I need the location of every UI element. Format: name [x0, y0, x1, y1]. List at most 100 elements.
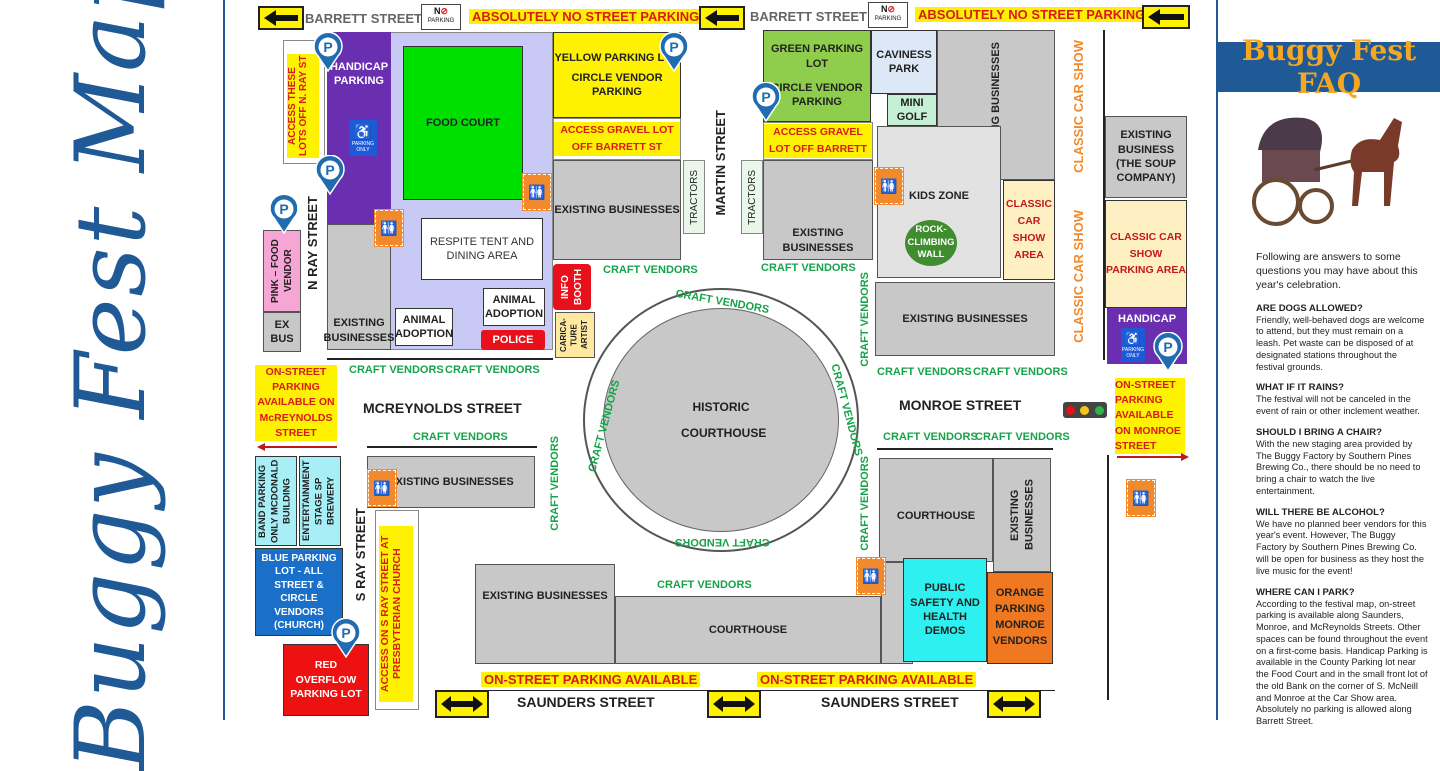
svg-text:P: P [341, 625, 350, 641]
restroom-icon: 🚻 [522, 173, 552, 211]
faq-question: WILL THERE BE ALCOHOL? [1256, 506, 1385, 518]
entertainment-label: ENTERTAINMENT STAGE SP BREWERY [301, 460, 338, 542]
on-street-monroe: ON-STREET PARKING AVAILABLE ON MONROE ST… [1115, 377, 1185, 455]
parking-pin-icon: P [1153, 331, 1183, 373]
historic-courthouse: HISTORIC COURTHOUSE [603, 308, 839, 532]
on-street-saunders-west: ON-STREET PARKING AVAILABLE [481, 672, 701, 687]
courthouse-label: COURTHOUSE [708, 623, 788, 636]
mini-golf: MINI GOLF [887, 94, 937, 126]
police-booth: POLICE [481, 330, 545, 350]
existing-businesses-label: EXISTING BUSINESSES [1008, 479, 1035, 551]
food-court-label: FOOD COURT [426, 116, 500, 129]
craft-vendors-vertical: CRAFT VENDORS [859, 272, 871, 367]
street-n-ray: N RAY STREET [305, 196, 325, 296]
festival-map: BARRETT STREET N⊘ PARKING ABSOLUTELY NO … [225, 0, 1216, 720]
faq-question: WHERE CAN I PARK? [1256, 586, 1355, 598]
parking-pin-icon: P [313, 31, 343, 73]
blue-parking-lot: BLUE PARKING LOT - ALL STREET & CIRCLE V… [255, 548, 343, 636]
blue-lot-label: BLUE PARKING LOT - ALL STREET & CIRCLE V… [261, 552, 337, 632]
street-barrett-west: BARRETT STREET [305, 11, 422, 26]
faq-question: ARE DOGS ALLOWED? [1256, 302, 1363, 314]
faq-item: SHOULD I BRING A CHAIR? With the new sta… [1256, 427, 1428, 498]
tractors-west: TRACTORS [683, 160, 705, 234]
classic-car-show-label: CLASSIC CAR SHOW [1071, 40, 1086, 173]
road-line [367, 446, 537, 448]
map-title: Buggy Fest Map [55, 0, 167, 771]
svg-text:P: P [323, 39, 332, 55]
arrow-left-icon [258, 6, 304, 30]
caricature-artist: CARICA-TURE ARTIST [555, 312, 595, 358]
courthouse-south: COURTHOUSE [615, 596, 881, 664]
street-saunders-east: SAUNDERS STREET [821, 694, 959, 710]
classic-show-area-label: CLASSIC CAR SHOW AREA [1005, 198, 1053, 261]
svg-text:P: P [669, 39, 678, 55]
parking-only-text: PARKING ONLY [1121, 347, 1145, 359]
arrow-left-icon [699, 6, 745, 30]
police-label: POLICE [492, 333, 534, 346]
animal-adoption-label: ANIMAL ADOPTION [394, 313, 454, 340]
parking-pin-icon: P [315, 154, 345, 196]
wheelchair-icon: ♿ PARKING ONLY [1121, 328, 1145, 362]
tractors-label: TRACTORS [688, 169, 700, 225]
road-line [877, 448, 1053, 450]
info-booth: INFO BOOTH [553, 264, 591, 310]
pink-food-vendor: PINK – FOOD VENDOR [263, 230, 301, 312]
street-s-ray: S RAY STREET [353, 508, 373, 608]
faq-intro: Following are answers to some questions … [1256, 251, 1418, 292]
craft-vendors-label: CRAFT VENDORS [603, 264, 698, 276]
parking-pin-icon: P [331, 617, 361, 659]
faq-answer: We have no planned beer vendors for this… [1256, 518, 1427, 576]
craft-vendors-vertical: CRAFT VENDORS [859, 456, 871, 551]
info-booth-label: INFO BOOTH [560, 268, 584, 306]
faq-answer: According to the festival map, on-street… [1256, 598, 1428, 727]
faq-answer: Friendly, well-behaved dogs are welcome … [1256, 314, 1425, 372]
classic-car-show-parking: CLASSIC CAR SHOW PARKING AREA [1105, 200, 1187, 308]
svg-text:P: P [279, 201, 288, 217]
tractors-east: TRACTORS [741, 160, 763, 234]
orange-lot-label: ORANGE PARKING MONROE VENDORS [992, 587, 1048, 647]
green-parking-lot: GREEN PARKING LOT CIRCLE VENDOR PARKING [763, 30, 871, 122]
on-street-saunders-east: ON-STREET PARKING AVAILABLE [757, 672, 977, 687]
existing-businesses-label: EXISTING BUSINESSES [323, 317, 395, 344]
existing-businesses-se: EXISTING BUSINESSES [993, 458, 1051, 572]
svg-text:P: P [325, 162, 334, 178]
restroom-icon: 🚻 [856, 557, 886, 595]
ex-bus-label: EX BUS [270, 318, 294, 345]
existing-businesses-north-east: EXISTING BUSINESSES [763, 160, 873, 260]
existing-businesses-north: EXISTING BUSINESSES [553, 160, 681, 260]
access-gravel-green-label: ACCESS GRAVEL LOT OFF BARRETT [764, 124, 872, 158]
yellow-parking-lot: YELLOW PARKING LOT CIRCLE VENDOR PARKING [553, 32, 681, 118]
caviness-park: CAVINESS PARK [871, 30, 937, 94]
soup-company-label: EXISTING BUSINESS (THE SOUP COMPANY) [1116, 129, 1176, 185]
access-gravel-green-box: ACCESS GRAVEL LOT OFF BARRETT [763, 122, 873, 160]
road-line [475, 690, 1055, 691]
faq-header: Buggy Fest FAQ [1218, 34, 1440, 100]
caviness-label: CAVINESS PARK [876, 48, 932, 75]
craft-vendors-label: CRAFT VENDORS [973, 366, 1068, 378]
existing-businesses-label: EXISTING BUSINESSES [554, 203, 680, 216]
arrow-left-icon [1142, 5, 1190, 29]
circle-vendor-label: CIRCLE VENDOR PARKING [771, 82, 863, 109]
respite-label: RESPITE TENT AND DINING AREA [429, 235, 535, 262]
svg-text:P: P [761, 89, 770, 105]
existing-businesses-label: EXISTING BUSINESSES [782, 227, 854, 254]
classic-car-show-label: CLASSIC CAR SHOW [1071, 210, 1086, 343]
animal-adoption-label: ANIMAL ADOPTION [484, 293, 544, 320]
map-title-panel: Buggy Fest Map [0, 0, 222, 771]
orange-parking-lot: ORANGE PARKING MONROE VENDORS [987, 572, 1053, 664]
faq-panel: Buggy Fest FAQ Following are answers to … [1218, 0, 1440, 726]
no-parking-sign-text: PARKING [874, 16, 902, 22]
entertainment-stage: ENTERTAINMENT STAGE SP BREWERY [299, 456, 341, 546]
two-way-arrow-icon [435, 690, 489, 718]
green-lot-label: GREEN PARKING LOT [770, 43, 864, 70]
faq-item: WHAT IF IT RAINS? The festival will not … [1256, 382, 1428, 418]
on-street-mcreynolds-label: ON-STREET PARKING AVAILABLE ON McREYNOLD… [255, 364, 337, 442]
access-gravel-barrett-box: ACCESS GRAVEL LOT OFF BARRETT ST [553, 118, 681, 160]
street-martin-label: MARTIN STREET [713, 110, 728, 216]
existing-businesses-east: EXISTING BUSINESSES [875, 282, 1055, 356]
craft-vendors-circle-bottom: CRAFT VENDORS [675, 536, 770, 548]
existing-businesses-label: EXISTING BUSINESSES [388, 475, 514, 488]
soup-company: EXISTING BUSINESS (THE SOUP COMPANY) [1105, 116, 1187, 198]
classic-car-show-upper: CLASSIC CAR SHOW [1071, 40, 1091, 190]
arrow-west-icon [257, 440, 337, 452]
